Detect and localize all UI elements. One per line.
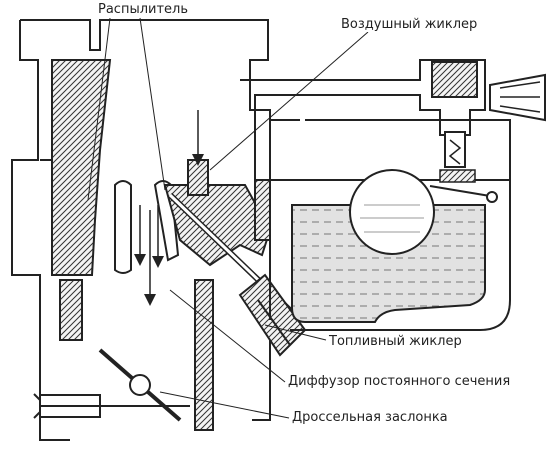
air-jet-label: Воздушный жиклер — [340, 17, 479, 32]
throttle-assembly — [33, 348, 190, 422]
diffuser-label: Диффузор постоянного сечения — [287, 374, 512, 389]
sprayer-block — [163, 184, 303, 323]
sprayer-label: Распылитель — [97, 2, 190, 17]
fuel-jet-label: Топливный жиклер — [328, 334, 463, 349]
fuel-inlet-valve — [240, 59, 546, 183]
throttle-label: Дроссельная заслонка — [291, 410, 449, 425]
air-jet — [187, 110, 209, 196]
airflow-arrows — [134, 205, 164, 306]
left-body-wall — [51, 59, 112, 341]
air-channel — [270, 119, 511, 331]
float — [349, 169, 498, 255]
leader-lines — [87, 17, 369, 419]
